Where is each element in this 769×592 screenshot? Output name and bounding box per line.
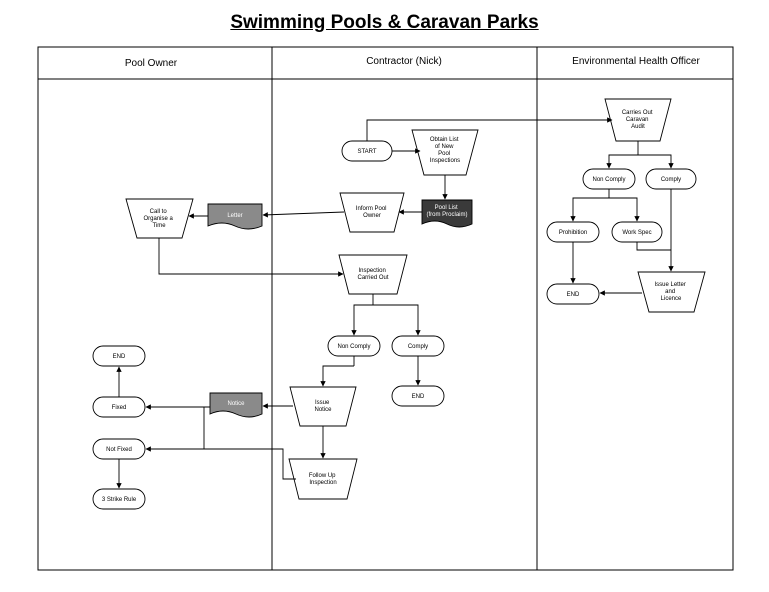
connectors — [116, 117, 674, 489]
obtain-list-line: Obtain List — [430, 137, 459, 143]
end-eho-node: END — [546, 283, 600, 305]
comply-contractor-label: Comply — [408, 344, 428, 350]
pool-list-line: Pool List — [435, 205, 458, 211]
fixed-node: Fixed — [92, 396, 146, 418]
carries-out-audit-node: Carries Out Caravan Audit — [604, 98, 672, 142]
end-pool-owner-label: END — [113, 354, 126, 360]
audit-line: Audit — [631, 124, 645, 130]
svg-text:Inspection Carried Out: Inspection Carried Out — [357, 268, 388, 281]
lane-header-pool-owner: Pool Owner — [125, 58, 178, 69]
issue-notice-line: Issue — [315, 400, 330, 406]
call-line: Organise a — [143, 216, 173, 222]
call-line: Call to — [150, 209, 168, 215]
lane-header-contractor: Contractor (Nick) — [366, 56, 442, 67]
svg-text:Call to Organise a: Call to Organise a Time — [143, 209, 174, 229]
non-comply-eho-label: Non Comply — [592, 177, 625, 183]
work-spec-label: Work Spec — [622, 230, 651, 236]
notice-document: Notice — [209, 392, 263, 418]
prohibition-node: Prohibition — [546, 221, 600, 243]
comply-eho-node: Comply — [645, 168, 697, 190]
non-comply-eho-node: Non Comply — [582, 168, 636, 190]
prohibition-label: Prohibition — [559, 230, 587, 236]
fixed-label: Fixed — [112, 405, 127, 411]
end-eho-label: END — [567, 292, 580, 298]
start-label: START — [357, 149, 376, 155]
issue-letter-line: Licence — [661, 296, 682, 302]
letter-label: Letter — [227, 213, 242, 219]
obtain-list-node: Obtain List of New Pool Inspections — [411, 129, 479, 176]
pool-list-document: Pool List (from Proclaim) — [421, 199, 473, 228]
call-to-organise-node: Call to Organise a Time — [125, 198, 194, 239]
start-node: START — [341, 140, 393, 162]
inform-owner-line: Owner — [363, 213, 381, 219]
inspection-line: Inspection — [358, 268, 385, 274]
svg-text:Follow Up Inspection: Follow Up Inspection — [309, 473, 337, 486]
audit-line: Caravan — [626, 117, 649, 123]
comply-contractor-node: Comply — [391, 335, 445, 357]
follow-up-inspection-node: Follow Up Inspection — [288, 458, 358, 500]
end-contractor-node: END — [391, 385, 445, 407]
notice-label: Notice — [227, 401, 245, 407]
inform-owner-line: Inform Pool — [356, 206, 387, 212]
inform-owner-node: Inform Pool Owner — [339, 192, 405, 233]
obtain-list-line: of New — [435, 144, 454, 150]
not-fixed-node: Not Fixed — [92, 438, 146, 460]
non-comply-contractor-label: Non Comply — [337, 344, 370, 350]
end-pool-owner-node: END — [92, 345, 146, 367]
svg-text:Inform Pool Owner: Inform Pool Owner — [356, 206, 388, 219]
obtain-list-line: Pool — [438, 151, 450, 157]
letter-document: Letter — [207, 203, 263, 230]
issue-notice-line: Notice — [314, 407, 332, 413]
svg-text:Issue Letter and L: Issue Letter and Licence — [654, 282, 687, 302]
inspection-line: Carried Out — [357, 275, 388, 281]
issue-notice-node: Issue Notice — [289, 386, 357, 427]
work-spec-node: Work Spec — [611, 221, 663, 243]
obtain-list-line: Inspections — [430, 158, 460, 164]
issue-letter-line: and — [665, 289, 675, 295]
svg-text:Issue Notice: Issue Notice — [314, 400, 332, 413]
svg-text:Carries Out Caravan: Carries Out Caravan Audit — [622, 110, 654, 130]
end-contractor-label: END — [412, 394, 425, 400]
inspection-carried-out-node: Inspection Carried Out — [338, 254, 408, 295]
lane-header-environmental-health-officer: Environmental Health Officer — [572, 56, 700, 67]
issue-letter-node: Issue Letter and Licence — [637, 271, 706, 313]
diagram-title: Swimming Pools & Caravan Parks — [230, 12, 539, 33]
non-comply-contractor-node: Non Comply — [327, 335, 381, 357]
pool-list-line: (from Proclaim) — [426, 212, 467, 218]
svg-text:Pool List (from Proclaim: Pool List (from Proclaim) — [426, 205, 467, 218]
not-fixed-label: Not Fixed — [106, 447, 132, 453]
three-strike-rule-node: 3 Strike Rule — [92, 488, 146, 510]
issue-letter-line: Issue Letter — [654, 282, 685, 288]
call-line: Time — [152, 223, 166, 229]
comply-eho-label: Comply — [661, 177, 681, 183]
follow-up-line: Follow Up — [309, 473, 336, 479]
svg-text:Obtain List of New: Obtain List of New Pool Inspections — [430, 137, 460, 164]
three-strike-label: 3 Strike Rule — [102, 497, 137, 503]
follow-up-line: Inspection — [309, 480, 336, 486]
swimlane-frame — [37, 46, 734, 571]
audit-line: Carries Out — [622, 110, 653, 116]
